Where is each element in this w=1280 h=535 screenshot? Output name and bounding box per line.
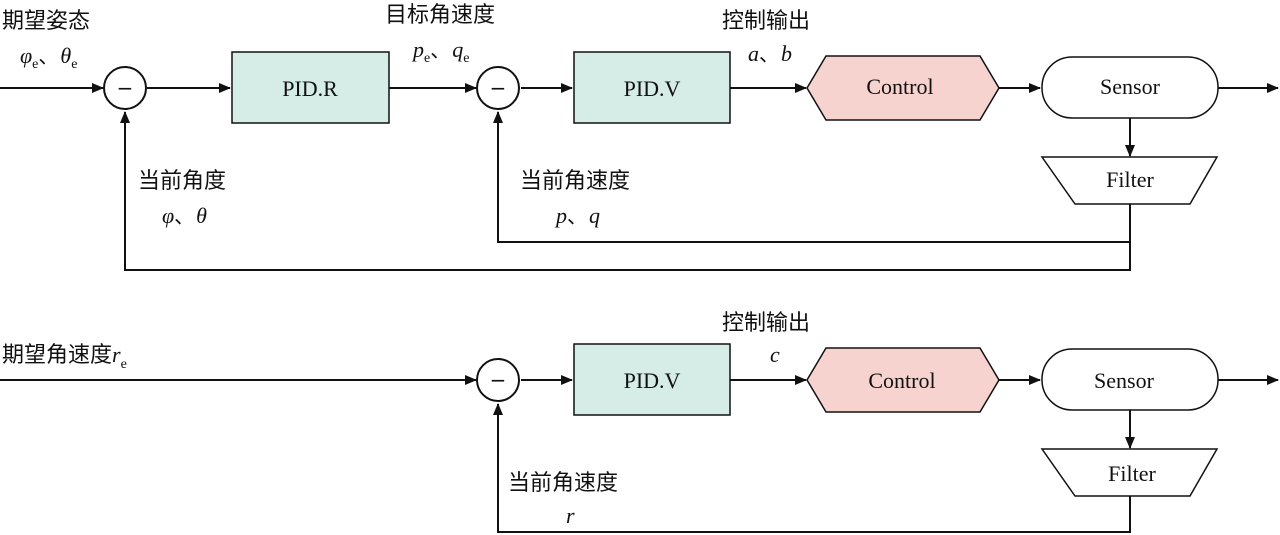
filter-label-bottom: Filter	[1108, 461, 1156, 486]
angle-feedback-line	[120, 111, 1131, 271]
rate-feedback-line-bottom	[493, 403, 1131, 533]
sensor-block-bottom: Sensor	[1041, 348, 1219, 411]
desired-attitude-label: 期望姿态	[2, 9, 90, 34]
pid-v-block-bottom: PID.V	[573, 343, 731, 416]
bottom-loop: − PID.V Control Sensor Filter 期望角速度re 控制…	[0, 311, 1279, 533]
sum-junction-1-sign: −	[117, 76, 134, 100]
current-angle-vars: φ、θ	[162, 203, 207, 228]
control-output-label-top: 控制输出	[722, 9, 810, 34]
current-rate-vars-top: p、q	[554, 203, 600, 228]
control-output-var-bottom: c	[770, 342, 780, 367]
current-rate-label-top: 当前角速度	[520, 169, 630, 194]
control-output-vars-top: a、b	[748, 41, 792, 66]
top-loop: − − PID.R PID.V Control Sensor Filter 期望…	[0, 3, 1279, 271]
pid-v-label-top: PID.V	[624, 76, 681, 101]
filter-block-top: Filter	[1040, 156, 1219, 205]
control-label-top: Control	[866, 74, 933, 99]
sensor-label-top: Sensor	[1100, 74, 1161, 99]
sum-junction-2: −	[476, 66, 520, 110]
control-block-top: Control	[806, 55, 1000, 121]
pid-v-label-bottom: PID.V	[624, 368, 681, 393]
current-angle-label: 当前角度	[138, 169, 226, 194]
rate-feedback-line	[493, 111, 1131, 243]
filter-label-top: Filter	[1106, 167, 1154, 192]
control-output-label-bottom: 控制输出	[722, 311, 810, 336]
control-block-bottom: Control	[806, 347, 1000, 413]
sensor-label-bottom: Sensor	[1094, 368, 1155, 393]
current-rate-var-bottom: r	[566, 503, 575, 528]
pid-r-label: PID.R	[282, 76, 338, 101]
filter-block-bottom: Filter	[1040, 448, 1219, 497]
desired-attitude-vars: φe、θe	[20, 43, 77, 72]
pid-v-block-top: PID.V	[573, 51, 731, 124]
target-rate-label: 目标角速度	[385, 3, 495, 28]
sum-junction-bottom: −	[476, 358, 520, 402]
control-label-bottom: Control	[868, 368, 935, 393]
pid-r-block: PID.R	[231, 51, 390, 124]
sum-junction-1: −	[103, 66, 147, 110]
desired-rate-label: 期望角速度re	[2, 342, 127, 372]
sum-junction-2-sign: −	[490, 76, 507, 100]
sensor-block-top: Sensor	[1041, 56, 1219, 119]
current-rate-label-bottom: 当前角速度	[508, 471, 618, 496]
target-rate-vars: pe、qe	[411, 37, 469, 66]
sum-junction-bottom-sign: −	[490, 368, 507, 392]
